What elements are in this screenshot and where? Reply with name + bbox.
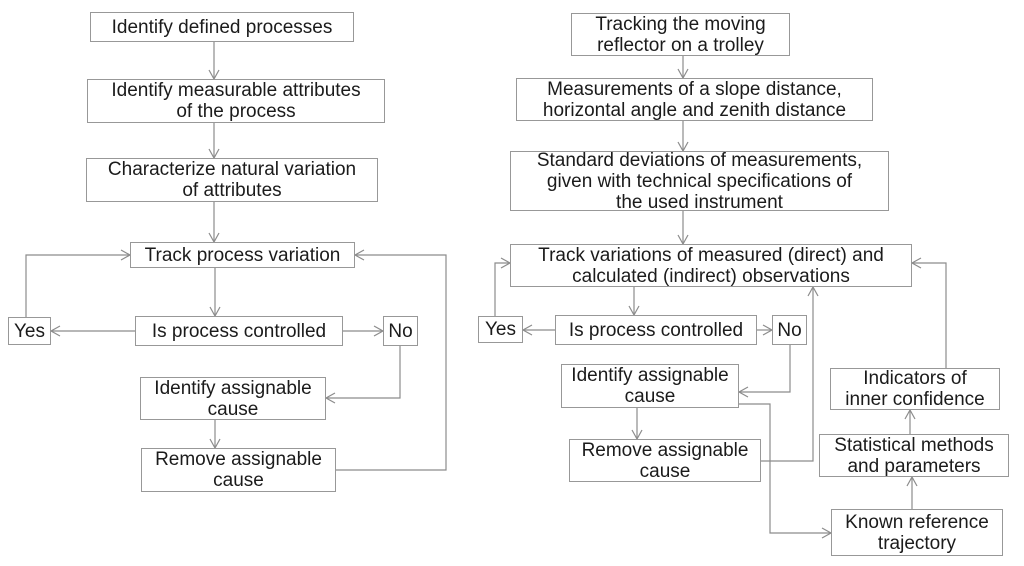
flowchart-box-no-right: No xyxy=(772,315,807,345)
edge-remove-to-track-variations-loop xyxy=(761,285,819,462)
edge-no-to-identify-cause xyxy=(324,346,401,404)
edge-no-to-identify-cause-right xyxy=(737,345,791,398)
flowchart-box-measurements-slope-distance: Measurements of a slope distance, horizo… xyxy=(516,78,873,121)
edge-indicators-to-track-variations xyxy=(910,257,947,368)
flowchart-box-indicators-inner-confidence: Indicators of inner confidence xyxy=(830,368,1000,410)
flowchart-box-no-left: No xyxy=(383,316,418,346)
flowchart-box-identify-measurable-attributes: Identify measurable attributes of the pr… xyxy=(87,79,385,123)
flowchart-box-remove-assignable-cause-left: Remove assignable cause xyxy=(141,448,336,492)
edge-remove-cause-to-track-loop xyxy=(336,249,447,471)
flowchart-box-track-variations: Track variations of measured (direct) an… xyxy=(510,244,912,287)
flowchart-box-identify-defined-processes: Identify defined processes xyxy=(90,12,354,42)
flowchart-box-is-process-controlled-right: Is process controlled xyxy=(555,315,757,345)
flowchart-box-statistical-methods: Statistical methods and parameters xyxy=(819,434,1009,477)
flowchart-box-tracking-moving-reflector: Tracking the moving reflector on a troll… xyxy=(571,13,790,56)
flowchart-box-remove-assignable-cause-right: Remove assignable cause xyxy=(569,439,761,482)
flowchart-box-yes-right: Yes xyxy=(478,316,523,343)
edge-yes-to-track-loop xyxy=(25,249,132,317)
flowchart-box-yes-left: Yes xyxy=(8,317,51,345)
edge-identify-cause-to-known xyxy=(739,403,833,539)
flowchart-box-identify-assignable-cause-right: Identify assignable cause xyxy=(561,364,739,408)
edge-yes-to-track-variations-loop xyxy=(494,257,512,316)
flowchart-box-identify-assignable-cause-left: Identify assignable cause xyxy=(140,377,326,420)
flowchart-box-track-process-variation: Track process variation xyxy=(130,242,355,268)
flowchart-box-known-reference-trajectory: Known reference trajectory xyxy=(831,509,1003,556)
flowchart-box-is-process-controlled-left: Is process controlled xyxy=(135,316,343,346)
flowchart-box-characterize-natural-variation: Characterize natural variation of attrib… xyxy=(86,158,378,202)
flowchart-box-standard-deviations: Standard deviations of measurements, giv… xyxy=(510,150,889,213)
